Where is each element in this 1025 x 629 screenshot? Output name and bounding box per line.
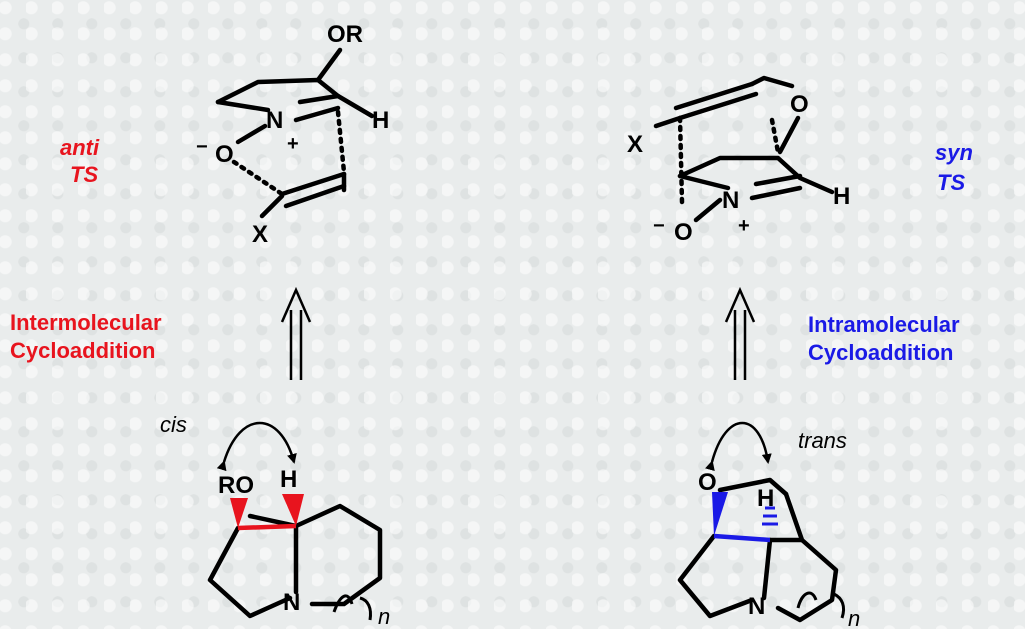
cis-label: cis	[160, 412, 187, 437]
retro-arrow-left	[280, 286, 312, 380]
charge-plus-right: +	[738, 215, 750, 237]
anti-label: anti	[60, 135, 100, 160]
charge-plus: +	[287, 133, 299, 155]
cycloaddition-label-left: Cycloaddition	[10, 338, 155, 363]
cis-arrow	[216, 421, 297, 472]
atom-ro: RO	[218, 472, 254, 499]
atom-n-right: N	[722, 187, 739, 214]
charge-minus-right: −	[653, 215, 665, 237]
syn-ts-structure: O X N H O − +	[627, 75, 850, 246]
cycloaddition-label-right: Cycloaddition	[808, 340, 953, 365]
atom-or: OR	[327, 21, 363, 48]
anti-ts-label: TS	[70, 162, 98, 187]
indolizidine-product-left: RO H N n	[207, 466, 390, 629]
atom-n-product: N	[283, 589, 300, 616]
charge-minus: −	[196, 136, 208, 158]
atom-n-product-right: N	[748, 593, 765, 620]
retro-arrow-right	[724, 286, 756, 380]
anti-ts-structure: OR N H O − + X	[196, 21, 389, 248]
atom-h-product: H	[280, 466, 297, 493]
atom-h-right: H	[833, 183, 850, 210]
syn-label: syn	[935, 140, 973, 165]
fused-tricycle-product-right: O H N n	[677, 469, 860, 629]
atom-n: N	[266, 107, 283, 134]
syn-ts-label: TS	[937, 170, 965, 195]
atom-h-product-right: H	[757, 485, 774, 512]
atom-o-nitrone-right: O	[674, 219, 693, 246]
atom-o: O	[215, 141, 234, 168]
trans-arrow	[705, 421, 772, 472]
ring-size-n-right: n	[848, 606, 860, 629]
atom-o-product-right: O	[698, 469, 717, 496]
atom-x-right: X	[627, 131, 643, 158]
atom-h: H	[372, 107, 389, 134]
atom-x: X	[252, 221, 268, 248]
trans-label: trans	[798, 428, 847, 453]
intramolecular-label: Intramolecular	[808, 312, 960, 337]
ring-size-n: n	[378, 604, 390, 629]
intermolecular-label: Intermolecular	[10, 310, 162, 335]
atom-o-ring: O	[790, 91, 809, 118]
